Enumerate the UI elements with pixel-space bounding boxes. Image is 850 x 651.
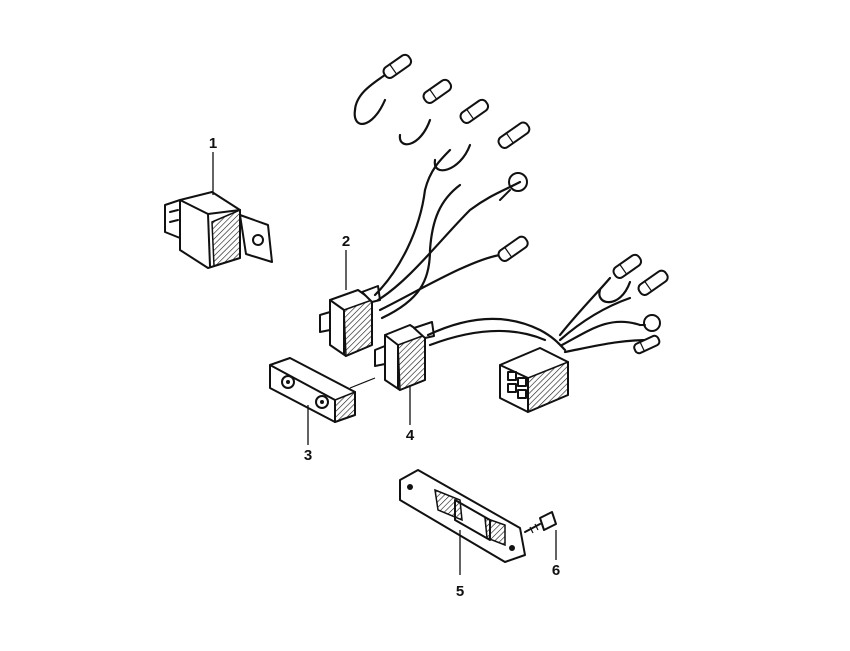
callout-2: 2 — [342, 233, 350, 250]
terminal-plate-part-3 — [269, 357, 376, 424]
callout-5: 5 — [456, 583, 464, 600]
switch-part-2 — [319, 285, 381, 358]
terminal-group-upper — [382, 53, 531, 262]
wire-harness-upper — [353, 73, 522, 320]
callout-4: 4 — [406, 427, 415, 444]
callout-3: 3 — [304, 447, 312, 464]
bracket-part-5 — [399, 469, 526, 563]
callout-1: 1 — [209, 135, 217, 152]
multi-pin-connector — [499, 347, 569, 414]
screw-part-6 — [524, 511, 557, 534]
wire-harness-lower — [426, 253, 669, 355]
switch-part-4 — [374, 321, 435, 392]
relay-part-1 — [164, 191, 273, 269]
callout-6: 6 — [552, 562, 560, 579]
